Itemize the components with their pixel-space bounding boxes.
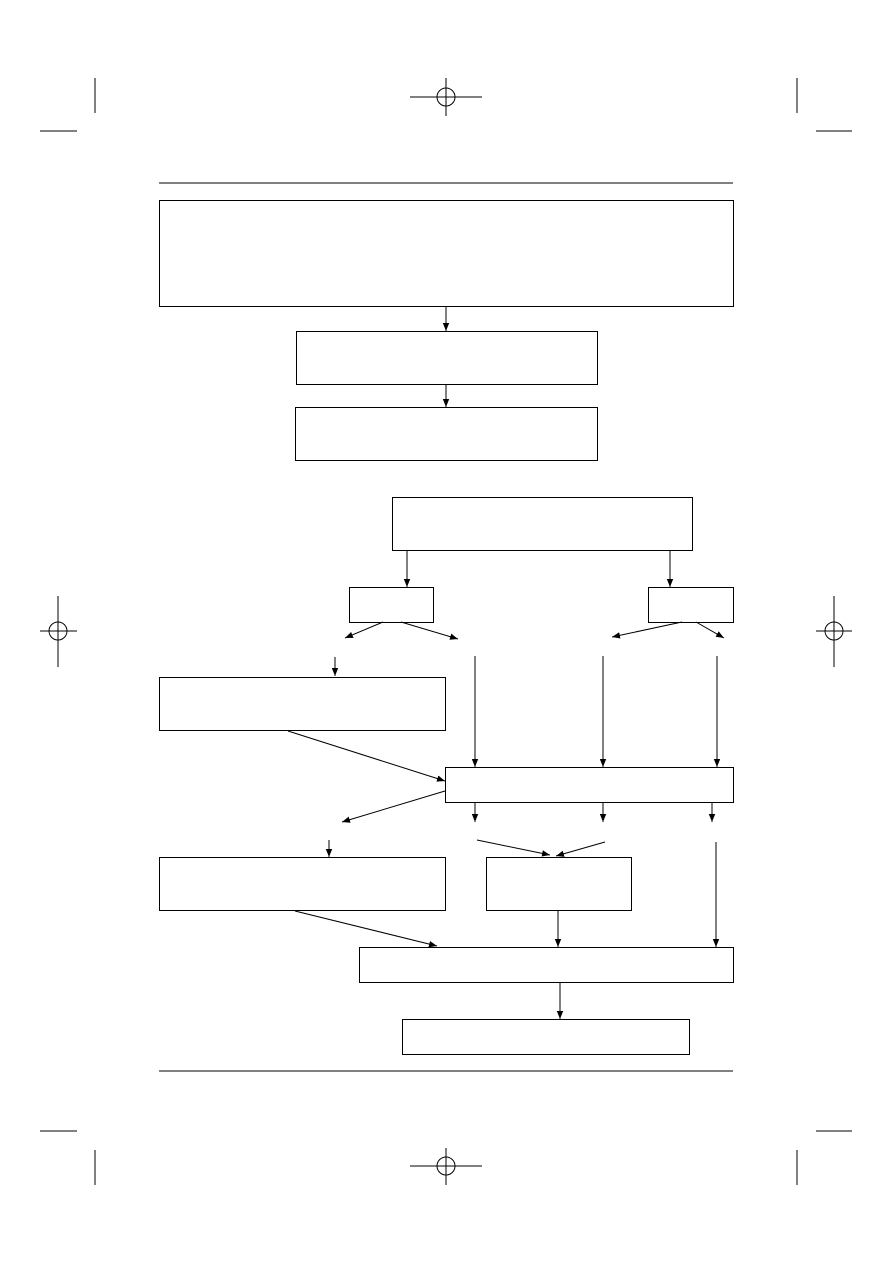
flow-box-2: [296, 331, 598, 385]
registration-mark-left: [40, 596, 77, 667]
arrow: [555, 841, 606, 857]
flow-box-7: [159, 677, 446, 731]
flow-box-12: [402, 1019, 690, 1055]
flow-box-8: [445, 767, 734, 803]
arrow: [344, 621, 384, 639]
arrow: [611, 621, 683, 639]
flow-box-3: [295, 407, 598, 461]
arrow: [695, 621, 725, 639]
flow-box-5: [349, 587, 434, 623]
arrow: [294, 910, 438, 948]
flow-box-10: [486, 857, 632, 911]
flow-box-4: [392, 497, 693, 551]
flow-box-6: [648, 587, 734, 623]
flow-box-9: [159, 857, 446, 911]
registration-mark-top: [410, 78, 482, 116]
arrow: [287, 730, 446, 782]
registration-mark-bottom: [410, 1148, 482, 1185]
arrow: [341, 790, 446, 823]
arrow: [476, 839, 551, 857]
crop-marks: [40, 78, 852, 1185]
registration-mark-right: [816, 596, 852, 667]
flow-box-1: [159, 200, 734, 307]
arrow: [400, 621, 459, 640]
registration-marks: [40, 78, 852, 1185]
flow-box-11: [359, 947, 734, 983]
